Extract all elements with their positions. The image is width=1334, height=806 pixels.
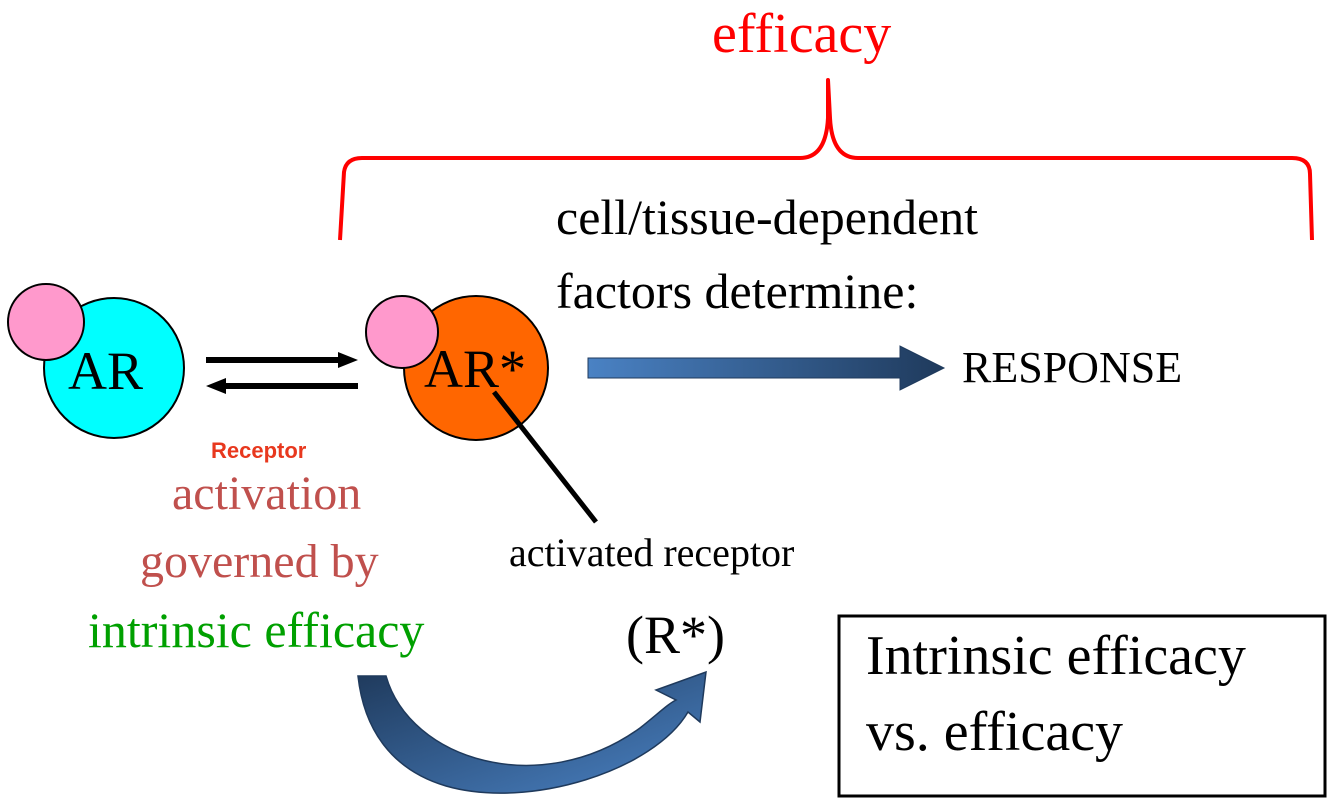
ar-star-label: AR* (424, 339, 527, 399)
cell-factors-line-2: factors determine: (556, 263, 919, 319)
receptor-label: Receptor (211, 438, 307, 463)
intrinsic-vs-efficacy-box (837, 614, 1327, 798)
r-star-label: (R*) (626, 605, 725, 665)
activation-label: activation (172, 467, 362, 520)
box-title-line-1: Intrinsic efficacy (866, 625, 1246, 687)
forward-arrow-head (338, 352, 358, 368)
curved-arrow (357, 670, 707, 794)
governed-by-label: governed by (140, 535, 379, 588)
ar-label: AR (68, 341, 144, 401)
activated-receptor-label: activated receptor (509, 530, 795, 575)
ar-star-agonist-circle (365, 295, 439, 369)
cell-factors-line-1: cell/tissue-dependent (556, 189, 979, 245)
response-arrow (587, 345, 946, 391)
box-title-line-2: vs. efficacy (866, 701, 1124, 763)
response-label: RESPONSE (962, 343, 1183, 392)
efficacy-brace (338, 78, 1314, 241)
reverse-arrow-head (206, 378, 226, 394)
intrinsic-efficacy-label: intrinsic efficacy (88, 602, 425, 658)
ar-agonist-circle (7, 283, 85, 361)
efficacy-title: efficacy (712, 3, 892, 65)
activated-receptor-pointer (492, 390, 598, 524)
